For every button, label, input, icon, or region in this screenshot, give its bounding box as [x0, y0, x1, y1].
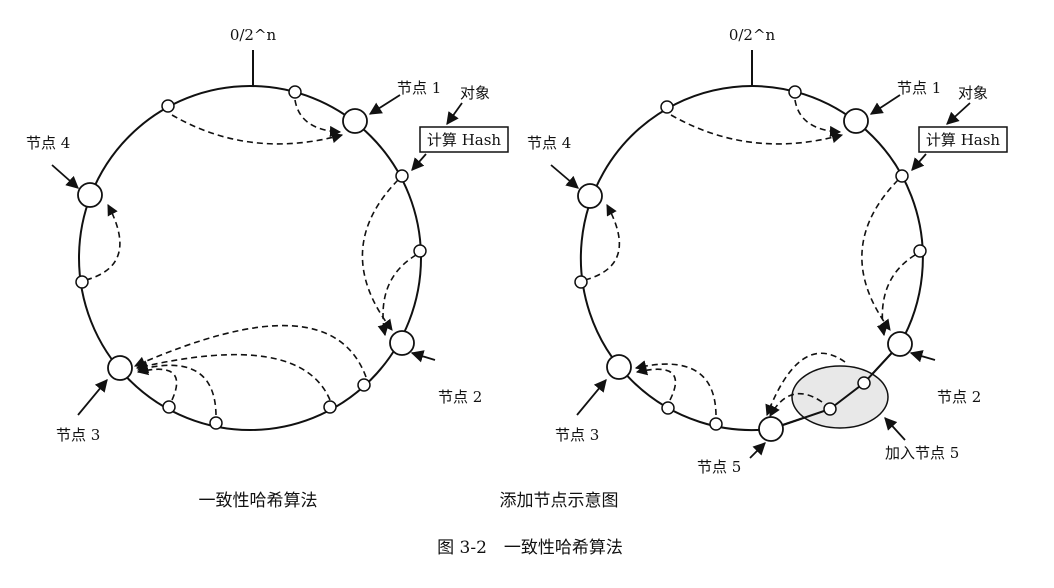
hash-box — [419, 126, 509, 153]
node-5 — [758, 416, 784, 442]
node-5-label: 节点 5 — [697, 458, 741, 476]
hash-box-label: 计算 Hash — [427, 131, 501, 149]
node-1 — [843, 108, 869, 134]
node-2-label: 节点 2 — [937, 388, 981, 406]
node-1-label: 节点 1 — [397, 79, 441, 97]
figure-caption: 图 3-2 一致性哈希算法 — [437, 538, 623, 558]
node-1-label: 节点 1 — [897, 79, 941, 97]
node-4-label: 节点 4 — [527, 134, 571, 152]
object-points — [75, 85, 427, 430]
added-node-label: 加入节点 5 — [885, 444, 959, 462]
added-node-highlight — [791, 365, 889, 429]
object-label: 对象 — [958, 84, 988, 102]
node-2 — [887, 331, 913, 357]
object-mappings — [85, 99, 417, 416]
hash-box-label: 计算 Hash — [926, 131, 1000, 149]
node-2 — [389, 330, 415, 356]
node-4 — [577, 183, 603, 209]
node-2-label: 节点 2 — [438, 388, 482, 406]
left-hash-ring-diagram: 0/2^n 节点 1 节点 2 — [26, 26, 509, 511]
left-caption: 一致性哈希算法 — [199, 491, 318, 511]
hash-ring — [579, 85, 924, 432]
object-label: 对象 — [460, 84, 490, 102]
hash-ring — [78, 85, 422, 431]
origin-label: 0/2^n — [729, 26, 776, 44]
node-3-label: 节点 3 — [56, 426, 100, 444]
node-1 — [342, 108, 368, 134]
node-4-label: 节点 4 — [26, 134, 70, 152]
right-hash-ring-diagram: 0/2^n 节点 — [500, 26, 1008, 511]
right-caption: 添加节点示意图 — [500, 491, 619, 511]
object-points — [574, 85, 927, 431]
origin-label: 0/2^n — [230, 26, 277, 44]
node-3 — [606, 354, 632, 380]
object-mappings — [584, 99, 916, 417]
hash-box — [918, 126, 1008, 153]
node-4 — [77, 182, 103, 208]
node-3-label: 节点 3 — [555, 426, 599, 444]
node-3 — [107, 355, 133, 381]
